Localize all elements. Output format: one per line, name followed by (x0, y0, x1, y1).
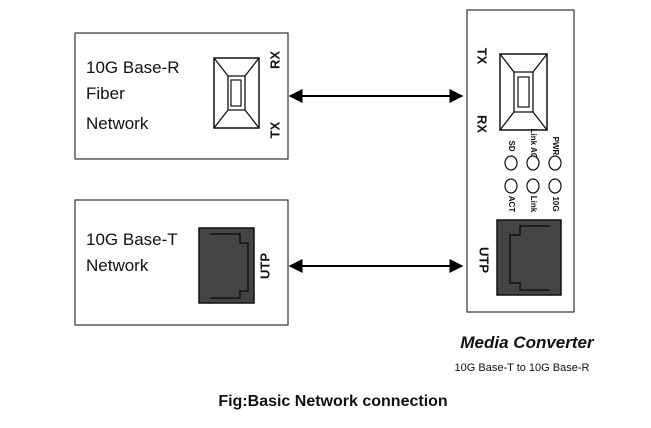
copper-utp-label: UTP (257, 253, 272, 279)
converter-rx-label: RX (475, 115, 490, 133)
fiber-network-line-2: Fiber (86, 84, 125, 103)
copper-network-line-1: 10G Base-T (86, 230, 178, 249)
led-link-indicator (526, 178, 540, 194)
led-label-link: Link (529, 196, 538, 213)
led-act-indicator (504, 178, 518, 194)
converter-tx-label: TX (475, 48, 490, 65)
fiber-network-line-1: 10G Base-R (86, 58, 180, 77)
led-label-sd: SD (507, 140, 516, 151)
converter-fiber-port-icon (499, 53, 548, 131)
led-pwr-indicator (548, 155, 562, 171)
converter-subtitle: 10G Base-T to 10G Base-R (455, 362, 590, 374)
rj45-port-icon (198, 227, 255, 304)
fiber-tx-label: TX (267, 121, 282, 138)
led-10g-indicator (548, 178, 562, 194)
led-label-act: ACT (507, 196, 516, 213)
led-label-link-act: Link ACT (529, 129, 538, 164)
figure-caption: Fig:Basic Network connection (218, 393, 447, 410)
converter-rj45-port-icon (496, 219, 562, 296)
led-link-act-indicator (526, 155, 540, 171)
converter-title: Media Converter (460, 333, 595, 352)
led-label-pwr: PWR (551, 137, 560, 156)
led-sd-indicator (504, 155, 518, 171)
fiber-port-icon (213, 57, 260, 129)
fiber-rx-label: RX (267, 51, 282, 69)
media-converter-device: TX RX SD Link ACT PWR ACT Link 10G UTP (466, 9, 575, 313)
copper-network-line-2: Network (86, 256, 149, 275)
converter-utp-label: UTP (477, 247, 492, 273)
led-label-10g: 10G (551, 196, 560, 211)
fiber-network-line-3: Network (86, 114, 149, 133)
copper-network-box: 10G Base-T Network UTP (74, 199, 289, 326)
fiber-network-box: 10G Base-R Fiber Network RX TX (74, 32, 289, 160)
